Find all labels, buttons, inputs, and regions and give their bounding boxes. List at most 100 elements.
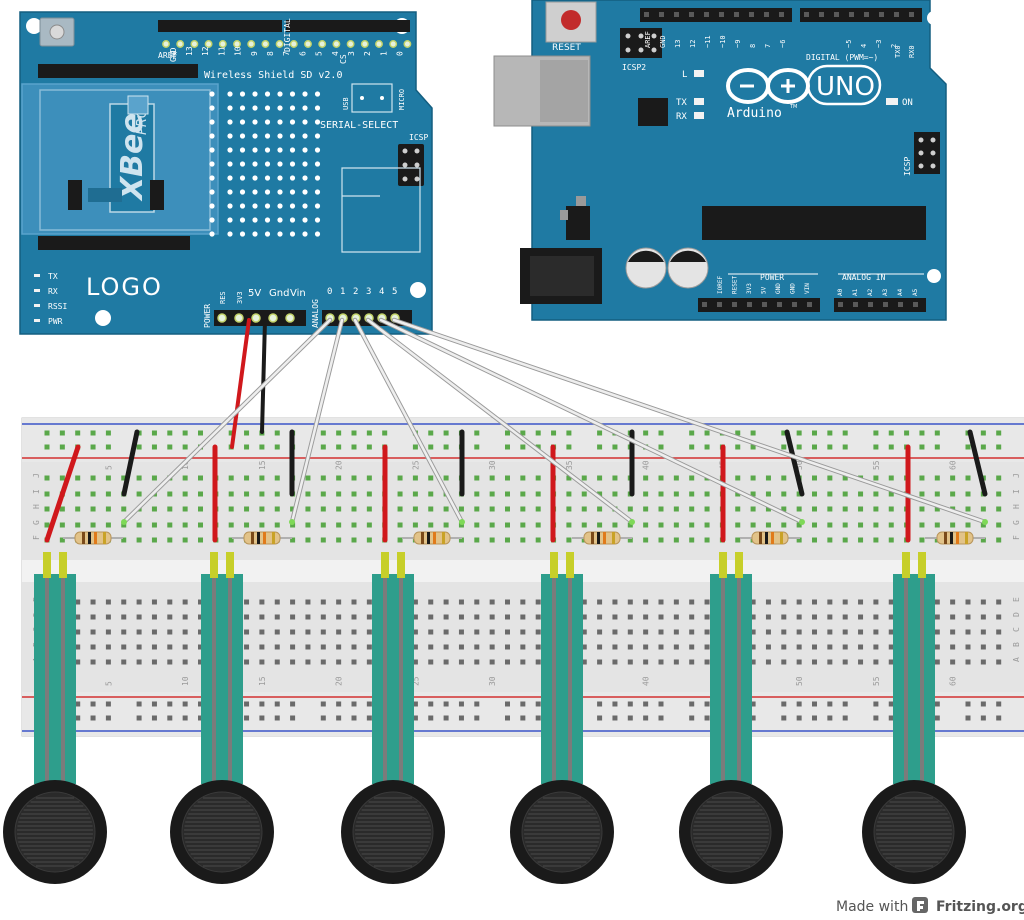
rail-hole xyxy=(443,430,449,436)
breadboard-hole xyxy=(827,644,833,650)
breadboard-hole xyxy=(980,629,986,635)
uno-header-label: 2 xyxy=(890,44,898,48)
shield-digital-pin-label: 0 xyxy=(396,51,405,56)
breadboard-hole xyxy=(765,522,771,528)
uno-power-pin-label: IOREF xyxy=(717,276,724,294)
rail-hole xyxy=(520,444,526,450)
rail-hole xyxy=(827,701,833,707)
rail-hole xyxy=(520,430,526,436)
breadboard-hole xyxy=(90,599,96,605)
breadboard-hole xyxy=(735,537,741,543)
uno-reset-label: RESET xyxy=(552,43,581,53)
rail-hole xyxy=(505,430,510,436)
breadboard-hole xyxy=(934,629,940,635)
shield-digital-pin-label: 3 xyxy=(347,51,356,56)
breadboard-hole xyxy=(965,599,971,605)
column-number: 25 xyxy=(411,460,420,470)
breadboard-hole xyxy=(136,522,142,528)
shield-power-pin-label: Gnd xyxy=(269,288,289,299)
header-pin xyxy=(289,40,298,48)
breadboard-hole xyxy=(796,614,802,620)
breadboard-hole xyxy=(950,522,956,528)
breadboard-hole xyxy=(489,659,495,665)
breadboard-hole xyxy=(704,629,710,635)
breadboard-hole xyxy=(781,644,787,650)
rail-hole xyxy=(750,444,756,450)
breadboard-hole xyxy=(90,475,96,481)
breadboard-hole xyxy=(520,522,526,528)
row-label: I xyxy=(1012,489,1021,494)
rail-hole xyxy=(612,444,618,450)
breadboard-hole xyxy=(888,475,894,481)
rail-hole xyxy=(842,715,848,721)
breadboard-hole xyxy=(996,475,1002,481)
rail-hole xyxy=(704,715,710,721)
rail-hole xyxy=(198,430,203,436)
breadboard-hole xyxy=(105,599,111,605)
breadboard-hole xyxy=(182,629,188,635)
breadboard-hole xyxy=(658,491,664,497)
breadboard-hole xyxy=(612,522,618,528)
breadboard-hole xyxy=(535,659,541,665)
uno-analog-pin-label: A4 xyxy=(897,288,904,296)
rail-hole xyxy=(873,444,879,450)
rail-hole xyxy=(59,430,65,436)
breadboard-hole xyxy=(412,491,418,497)
breadboard-hole xyxy=(612,599,618,605)
breadboard-hole xyxy=(673,506,679,512)
shield-digital-pin-label: 10 xyxy=(234,46,243,56)
uno-model: UNO xyxy=(816,72,875,102)
breadboard-hole xyxy=(428,629,434,635)
row-label: H xyxy=(32,504,41,509)
rail-hole xyxy=(366,444,372,450)
breadboard-hole xyxy=(244,522,250,528)
rail-hole xyxy=(827,715,833,721)
signal-wire xyxy=(122,318,332,524)
breadboard-hole xyxy=(351,506,357,512)
breadboard-hole xyxy=(428,475,434,481)
breadboard-hole xyxy=(827,537,833,543)
breadboard-hole xyxy=(320,522,326,528)
breadboard-hole xyxy=(597,491,603,497)
breadboard-hole xyxy=(121,599,127,605)
breadboard-hole xyxy=(182,491,188,497)
rail-hole xyxy=(182,701,188,707)
breadboard-hole xyxy=(704,522,710,528)
breadboard-hole xyxy=(796,599,802,605)
rail-hole xyxy=(980,715,986,721)
breadboard-hole xyxy=(151,614,157,620)
breadboard-hole xyxy=(474,506,480,512)
breadboard-hole xyxy=(59,506,65,512)
breadboard-hole xyxy=(812,537,817,543)
rail-hole xyxy=(320,444,326,450)
red-wire xyxy=(44,444,81,543)
resistor xyxy=(402,531,462,545)
power-pin xyxy=(217,313,227,323)
breadboard-hole xyxy=(612,475,618,481)
breadboard-hole xyxy=(198,537,203,543)
breadboard-hole xyxy=(781,629,787,635)
uno-header-label: 4 xyxy=(860,44,868,48)
rail-hole xyxy=(535,701,541,707)
breadboard-hole xyxy=(950,491,956,497)
breadboard-hole xyxy=(689,599,695,605)
breadboard-hole xyxy=(812,522,817,528)
breadboard-hole xyxy=(198,599,203,605)
header-pin xyxy=(233,40,241,48)
rail-hole xyxy=(151,430,157,436)
breadboard-hole xyxy=(351,614,357,620)
breadboard-hole xyxy=(765,506,771,512)
breadboard-hole xyxy=(259,644,265,650)
breadboard-hole xyxy=(90,629,96,635)
breadboard-hole xyxy=(505,614,510,620)
breadboard-hole xyxy=(259,475,265,481)
uno-analog-pin-label: A1 xyxy=(852,288,859,296)
breadboard-hole xyxy=(735,522,741,528)
breadboard-hole xyxy=(750,506,756,512)
shield-power-pin-label: RES xyxy=(219,291,227,304)
breadboard-hole xyxy=(274,475,280,481)
breadboard-hole xyxy=(274,614,280,620)
breadboard-hole xyxy=(689,629,695,635)
breadboard-hole xyxy=(765,614,771,620)
breadboard-hole xyxy=(259,522,265,528)
